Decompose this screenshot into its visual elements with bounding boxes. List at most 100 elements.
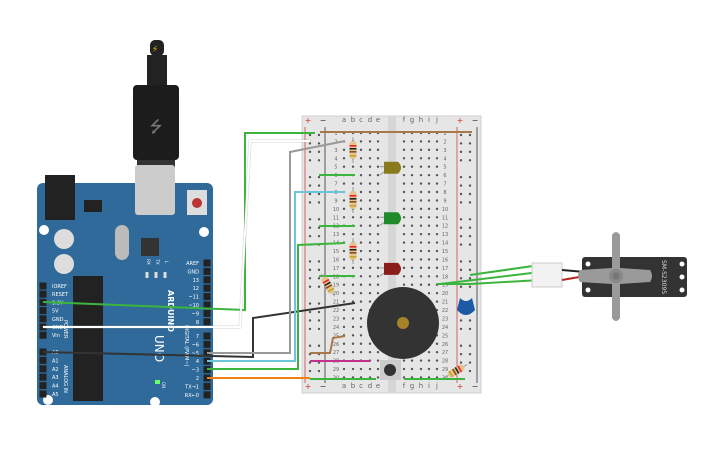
rail-hole[interactable] bbox=[459, 159, 463, 162]
rail-hole[interactable] bbox=[459, 184, 463, 187]
rail-hole[interactable] bbox=[317, 361, 321, 364]
rail-hole[interactable] bbox=[468, 243, 472, 246]
rail-hole[interactable] bbox=[317, 159, 321, 162]
breadboard-hole[interactable] bbox=[410, 367, 414, 371]
rail-hole[interactable] bbox=[468, 361, 472, 364]
rail-hole[interactable] bbox=[468, 277, 472, 280]
breadboard-hole[interactable] bbox=[359, 325, 363, 329]
breadboard-hole[interactable] bbox=[376, 182, 380, 185]
analog-pin[interactable] bbox=[39, 356, 47, 364]
breadboard-hole[interactable] bbox=[402, 224, 406, 227]
breadboard-hole[interactable] bbox=[368, 241, 372, 244]
breadboard-hole[interactable] bbox=[376, 165, 380, 168]
breadboard-hole[interactable] bbox=[368, 140, 372, 143]
rail-hole[interactable] bbox=[317, 142, 321, 145]
rail-hole[interactable] bbox=[459, 192, 463, 196]
breadboard-hole[interactable] bbox=[410, 275, 414, 278]
breadboard-hole[interactable] bbox=[419, 275, 423, 278]
rail-hole[interactable] bbox=[317, 150, 321, 154]
breadboard-hole[interactable] bbox=[368, 342, 372, 345]
breadboard-hole[interactable] bbox=[410, 190, 414, 194]
breadboard-hole[interactable] bbox=[351, 232, 355, 236]
rail-hole[interactable] bbox=[459, 218, 463, 221]
breadboard-hole[interactable] bbox=[427, 165, 431, 168]
rail-hole[interactable] bbox=[459, 327, 463, 331]
breadboard-hole[interactable] bbox=[402, 199, 406, 202]
rail-hole[interactable] bbox=[308, 285, 312, 288]
breadboard-hole[interactable] bbox=[419, 182, 423, 185]
breadboard-hole[interactable] bbox=[435, 258, 439, 261]
breadboard-hole[interactable] bbox=[351, 367, 355, 371]
rail-hole[interactable] bbox=[308, 184, 312, 187]
breadboard-hole[interactable] bbox=[376, 157, 380, 160]
breadboard-hole[interactable] bbox=[351, 308, 355, 312]
analog-pin[interactable] bbox=[39, 373, 47, 381]
breadboard-hole[interactable] bbox=[351, 182, 355, 185]
breadboard-hole[interactable] bbox=[376, 275, 380, 278]
rail-hole[interactable] bbox=[459, 243, 463, 246]
breadboard-hole[interactable] bbox=[427, 224, 431, 227]
wire-gnd-white[interactable] bbox=[43, 140, 310, 328]
breadboard-hole[interactable] bbox=[368, 232, 372, 236]
rail-hole[interactable] bbox=[317, 327, 321, 331]
breadboard-hole[interactable] bbox=[419, 224, 423, 227]
resistor[interactable] bbox=[349, 137, 357, 163]
breadboard-hole[interactable] bbox=[435, 199, 439, 202]
wire-brown[interactable] bbox=[310, 335, 346, 354]
breadboard-hole[interactable] bbox=[419, 216, 423, 219]
breadboard-hole[interactable] bbox=[368, 216, 372, 219]
breadboard-hole[interactable] bbox=[359, 182, 363, 185]
breadboard-hole[interactable] bbox=[359, 266, 363, 270]
usb-cable[interactable]: ⚡ ⭍ bbox=[133, 40, 179, 172]
breadboard-hole[interactable] bbox=[435, 249, 439, 253]
rail-hole[interactable] bbox=[317, 226, 321, 229]
breadboard-hole[interactable] bbox=[419, 283, 423, 286]
breadboard-hole[interactable] bbox=[351, 216, 355, 219]
breadboard-hole[interactable] bbox=[342, 199, 346, 202]
rail-hole[interactable] bbox=[468, 327, 472, 331]
breadboard-hole[interactable] bbox=[427, 199, 431, 202]
breadboard-hole[interactable] bbox=[342, 283, 346, 286]
breadboard-hole[interactable] bbox=[435, 224, 439, 227]
breadboard-hole[interactable] bbox=[402, 157, 406, 160]
wire-pin4-cyan[interactable] bbox=[207, 191, 345, 362]
breadboard-hole[interactable] bbox=[402, 359, 406, 362]
breadboard-hole[interactable] bbox=[402, 275, 406, 278]
rail-hole[interactable] bbox=[468, 218, 472, 221]
breadboard-hole[interactable] bbox=[402, 249, 406, 253]
breadboard-hole[interactable] bbox=[427, 367, 431, 371]
breadboard-hole[interactable] bbox=[368, 283, 372, 286]
breadboard-hole[interactable] bbox=[342, 308, 346, 312]
rail-hole[interactable] bbox=[468, 369, 472, 373]
breadboard-hole[interactable] bbox=[376, 190, 380, 194]
breadboard-hole[interactable] bbox=[351, 283, 355, 286]
breadboard-hole[interactable] bbox=[376, 224, 380, 227]
digital-pin[interactable] bbox=[203, 318, 211, 326]
breadboard-hole[interactable] bbox=[419, 148, 423, 152]
breadboard-hole[interactable] bbox=[410, 148, 414, 152]
power-pin[interactable] bbox=[39, 290, 47, 298]
breadboard-hole[interactable] bbox=[402, 165, 406, 168]
breadboard-hole[interactable] bbox=[419, 173, 423, 177]
breadboard-hole[interactable] bbox=[427, 216, 431, 219]
breadboard-hole[interactable] bbox=[435, 173, 439, 177]
breadboard-hole[interactable] bbox=[402, 148, 406, 152]
breadboard-hole[interactable] bbox=[368, 266, 372, 270]
power-pin[interactable] bbox=[39, 282, 47, 290]
rail-hole[interactable] bbox=[468, 159, 472, 162]
breadboard-hole[interactable] bbox=[359, 300, 363, 303]
breadboard-hole[interactable] bbox=[376, 207, 380, 211]
breadboard-hole[interactable] bbox=[376, 216, 380, 219]
rail-hole[interactable] bbox=[308, 310, 312, 314]
rail-hole[interactable] bbox=[468, 344, 472, 347]
breadboard-hole[interactable] bbox=[402, 182, 406, 185]
breadboard-hole[interactable] bbox=[427, 249, 431, 253]
breadboard-hole[interactable] bbox=[342, 207, 346, 211]
breadboard-hole[interactable] bbox=[368, 199, 372, 202]
breadboard-hole[interactable] bbox=[427, 182, 431, 185]
breadboard-hole[interactable] bbox=[419, 140, 423, 143]
breadboard-hole[interactable] bbox=[410, 224, 414, 227]
resistor[interactable] bbox=[349, 187, 357, 213]
rail-hole[interactable] bbox=[308, 260, 312, 263]
capacitor[interactable] bbox=[457, 298, 475, 315]
